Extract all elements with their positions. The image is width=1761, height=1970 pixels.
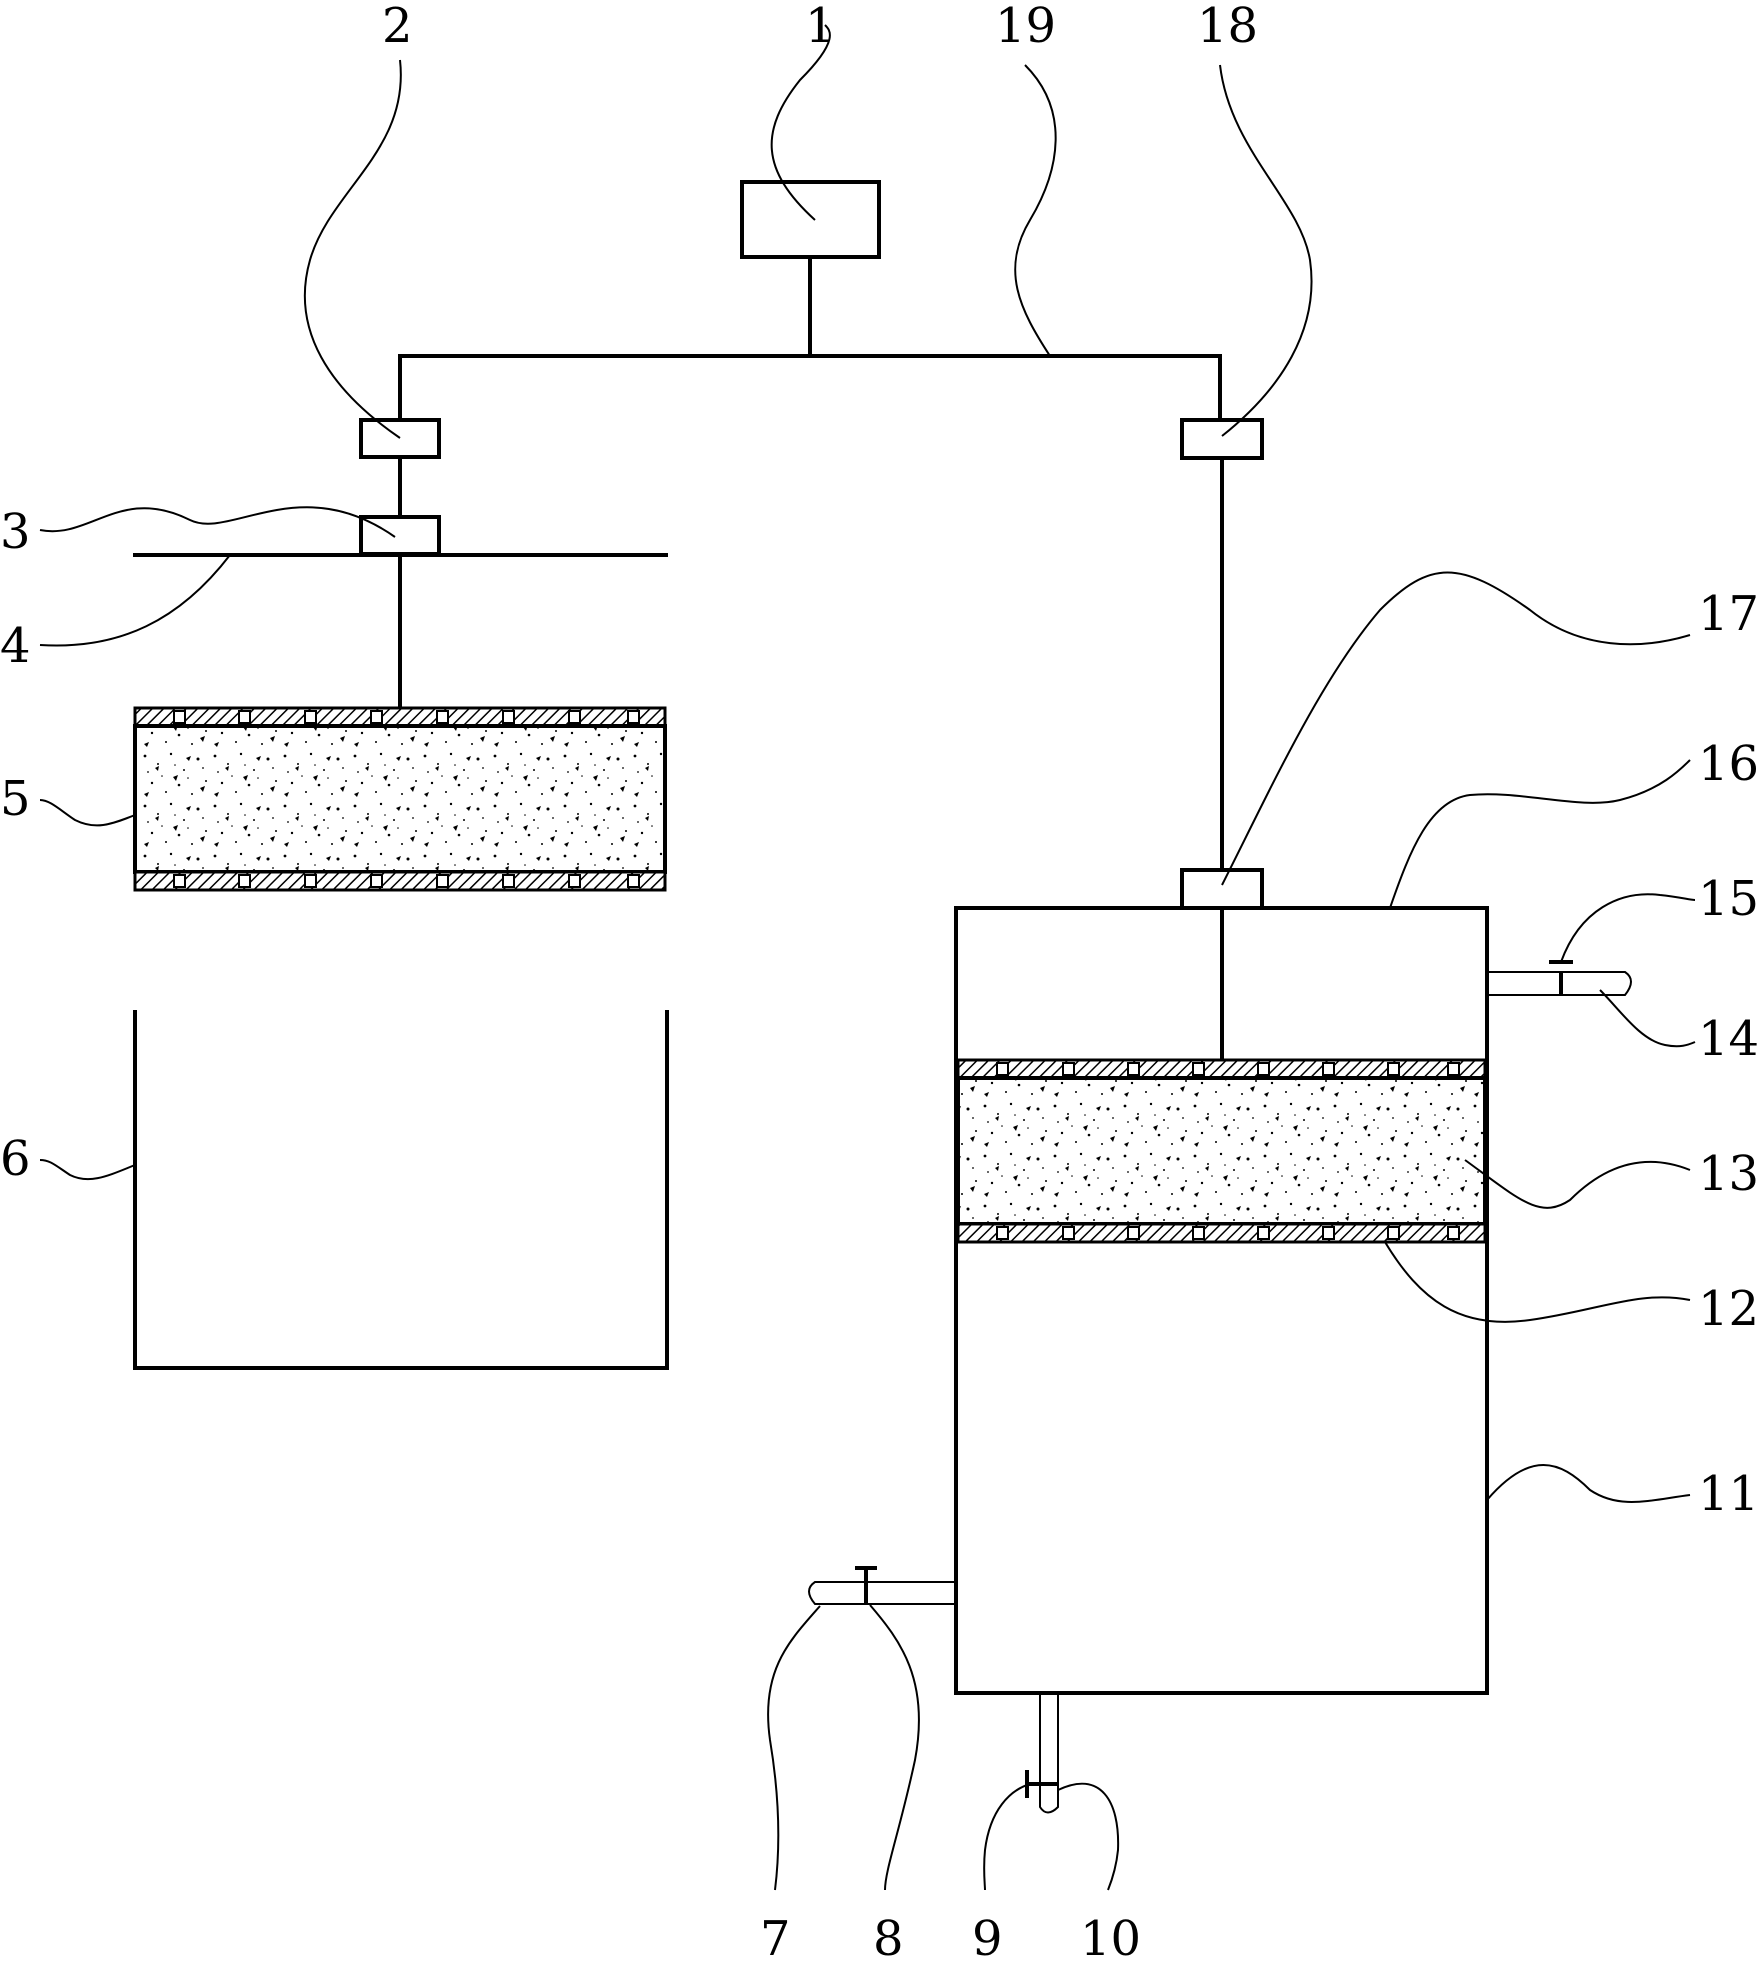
leader-10 <box>1057 1782 1120 1891</box>
right-plate-holes <box>996 1062 1460 1240</box>
leader-2 <box>303 59 402 439</box>
left-perforated-plate-top <box>133 706 667 728</box>
label-2: 2 <box>382 0 413 54</box>
label-7: 7 <box>760 1911 791 1967</box>
leader-lines <box>39 24 1696 1891</box>
right-perforated-plate-bottom <box>956 1222 1487 1244</box>
label-3: 3 <box>0 504 31 560</box>
leader-12 <box>1384 1241 1691 1323</box>
label-8: 8 <box>873 1911 904 1967</box>
controller-box <box>740 180 881 259</box>
bottom-drain-pipe <box>1025 1693 1059 1814</box>
label-4: 4 <box>0 618 31 674</box>
leader-15 <box>1560 893 1696 963</box>
leader-11 <box>1486 1464 1691 1503</box>
label-15: 15 <box>1698 871 1759 927</box>
branch-pipe <box>398 354 1222 420</box>
right-perforated-plate-top <box>956 1058 1487 1080</box>
right-filter-block <box>956 1058 1487 1244</box>
leader-4 <box>39 554 231 647</box>
label-19: 19 <box>995 0 1056 54</box>
label-17: 17 <box>1698 586 1759 642</box>
leader-6 <box>39 1159 136 1181</box>
label-18: 18 <box>1197 0 1258 54</box>
label-5: 5 <box>0 771 31 827</box>
leader-5 <box>39 799 136 827</box>
label-9: 9 <box>972 1911 1003 1967</box>
label-16: 16 <box>1698 736 1759 792</box>
left-inlet-pipe <box>808 1566 956 1605</box>
right-valve-box <box>1180 418 1264 460</box>
leader-19 <box>1014 64 1057 357</box>
label-14: 14 <box>1698 1011 1759 1067</box>
label-12: 12 <box>1698 1281 1759 1337</box>
leader-3 <box>39 506 396 538</box>
left-tank <box>133 1010 669 1370</box>
leader-14 <box>1599 989 1696 1048</box>
right-motor-box <box>1180 868 1264 910</box>
left-filter-media <box>133 724 667 874</box>
label-6: 6 <box>0 1131 31 1187</box>
leader-18 <box>1219 64 1313 437</box>
leader-9 <box>983 1783 1031 1891</box>
leader-13 <box>1464 1159 1691 1209</box>
right-filter-media <box>956 1076 1487 1226</box>
leader-16 <box>1389 759 1691 909</box>
leader-17 <box>1221 571 1691 886</box>
left-plate-holes <box>173 710 640 888</box>
right-outlet-pipe <box>1487 960 1632 996</box>
label-11: 11 <box>1698 1466 1759 1522</box>
left-perforated-plate-bottom <box>133 870 667 892</box>
left-valve-box <box>359 418 441 459</box>
leader-8 <box>869 1604 920 1891</box>
leader-1 <box>770 24 831 221</box>
label-13: 13 <box>1698 1146 1759 1202</box>
label-10: 10 <box>1080 1911 1141 1967</box>
left-filter-block <box>133 706 667 892</box>
label-1: 1 <box>805 0 836 54</box>
leader-7 <box>767 1605 821 1891</box>
